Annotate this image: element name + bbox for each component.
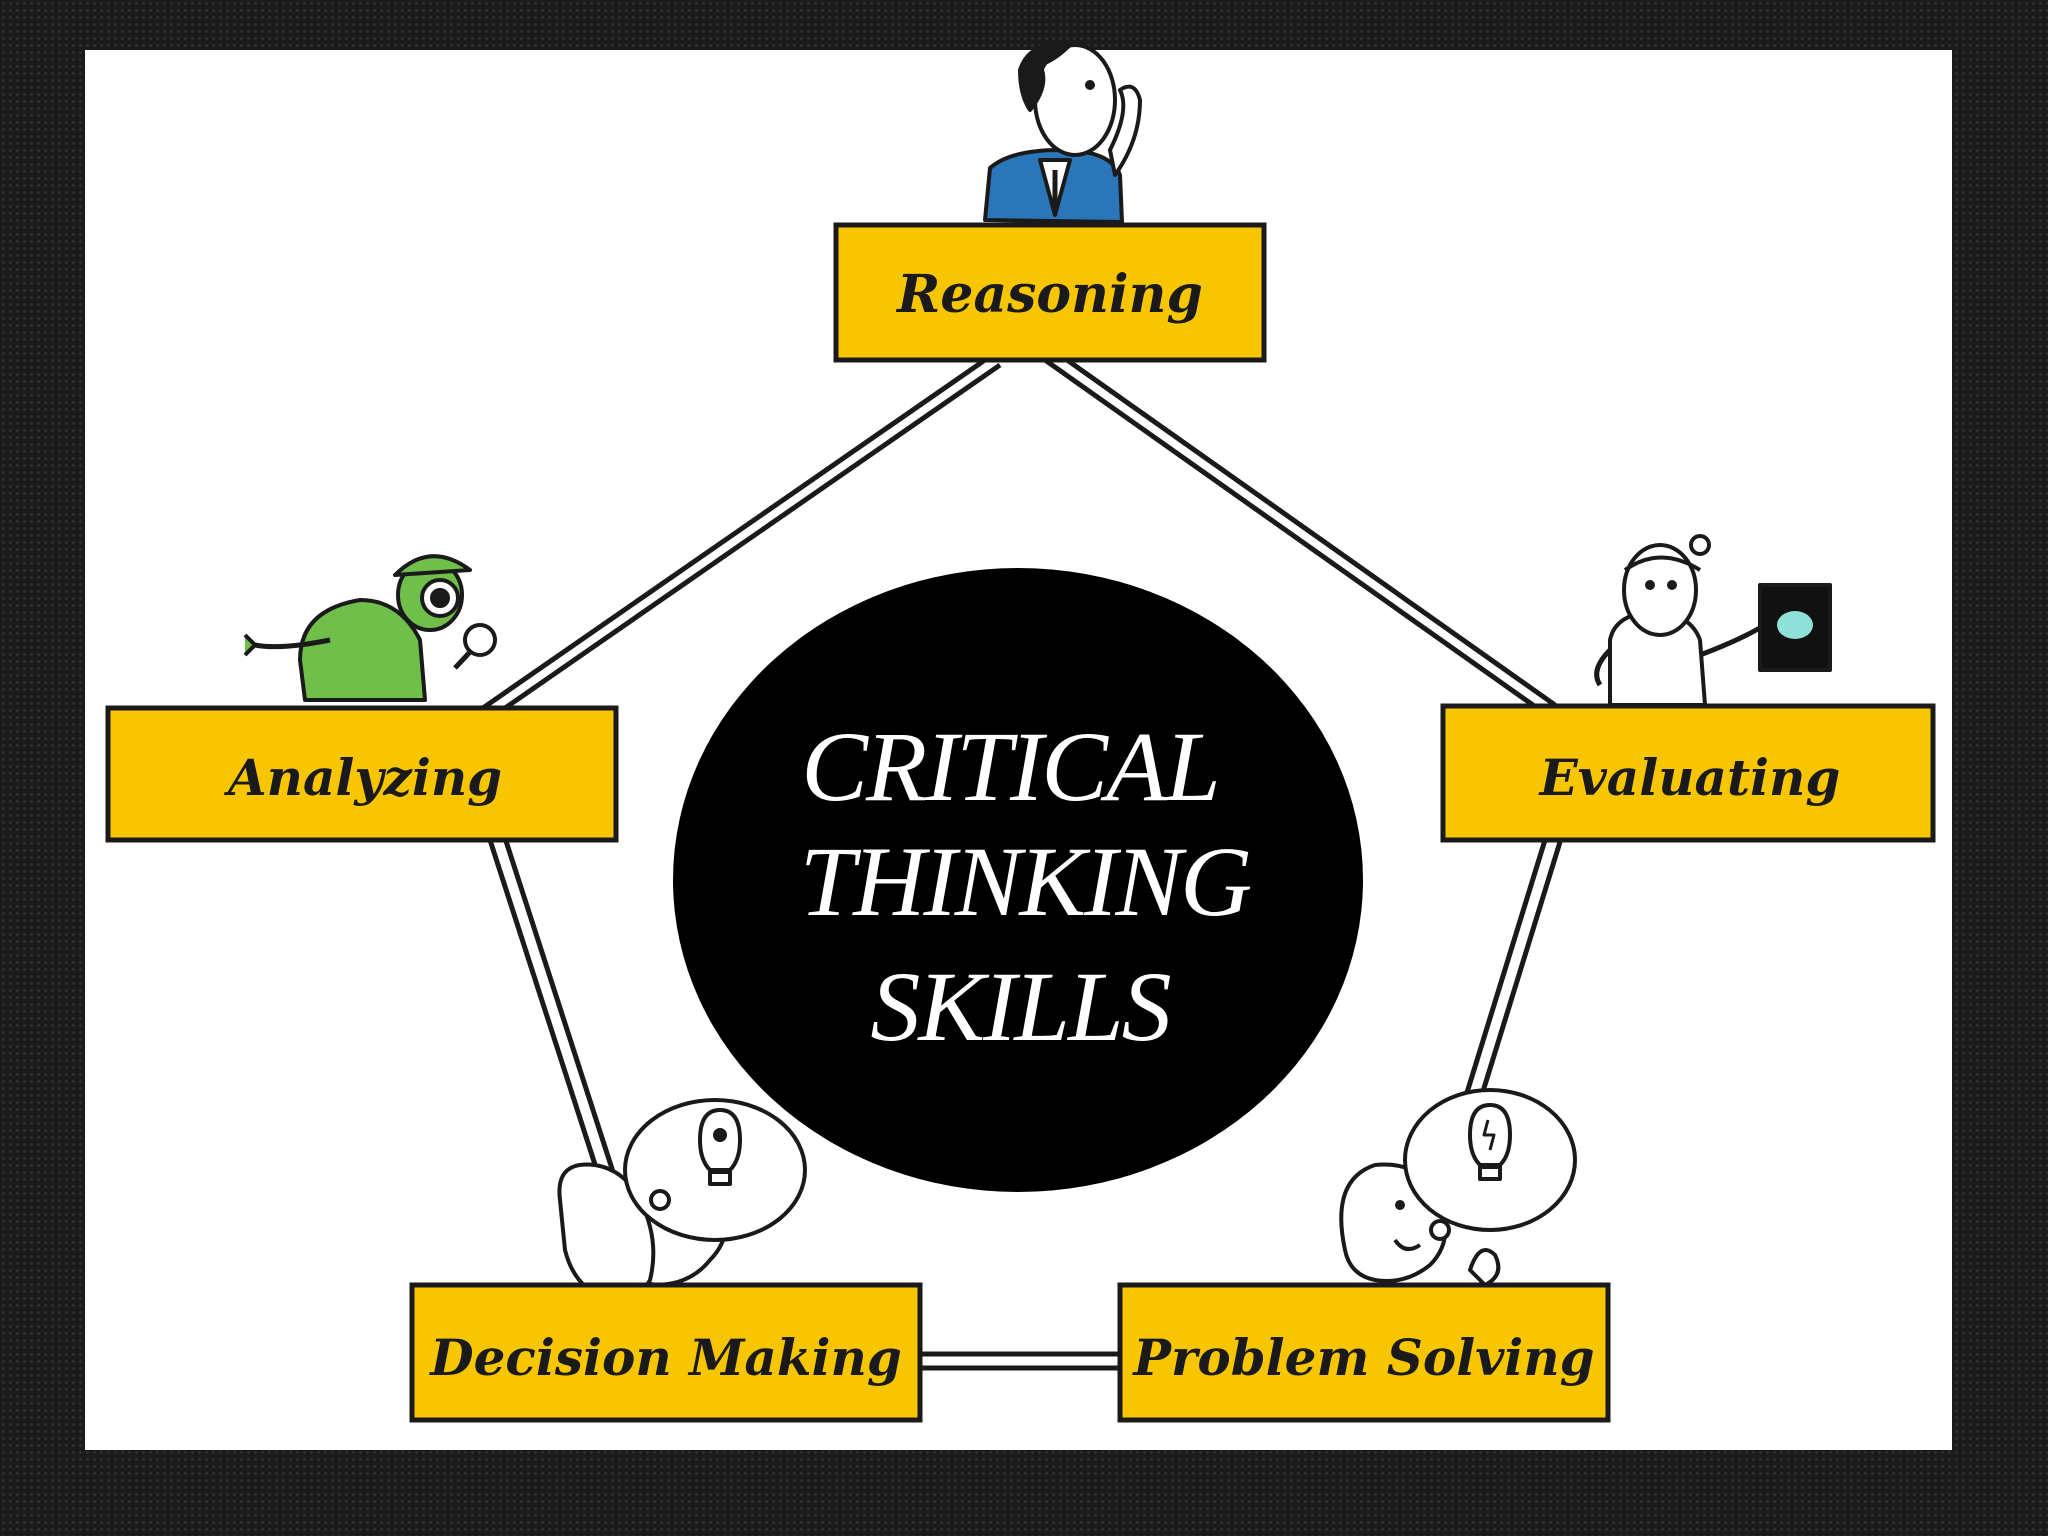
node-problem-solving: Problem Solving <box>1120 1285 1608 1420</box>
node-reasoning: Reasoning <box>836 225 1264 360</box>
node-analyzing: Analyzing <box>108 708 616 840</box>
node-evaluating-label: Evaluating <box>1538 748 1841 807</box>
node-reasoning-label: Reasoning <box>895 264 1203 325</box>
center-circle: CRITICAL THINKING SKILLS <box>673 568 1363 1192</box>
node-decision-making: Decision Making <box>412 1285 920 1420</box>
center-title-line-2: THINKING <box>800 826 1252 937</box>
node-analyzing-label: Analyzing <box>224 748 502 807</box>
center-title-line-1: CRITICAL <box>801 711 1218 822</box>
node-evaluating: Evaluating <box>1443 706 1933 840</box>
node-problem-solving-label: Problem Solving <box>1131 1328 1594 1387</box>
node-decision-making-label: Decision Making <box>428 1328 902 1387</box>
center-title-line-3: SKILLS <box>870 951 1170 1062</box>
